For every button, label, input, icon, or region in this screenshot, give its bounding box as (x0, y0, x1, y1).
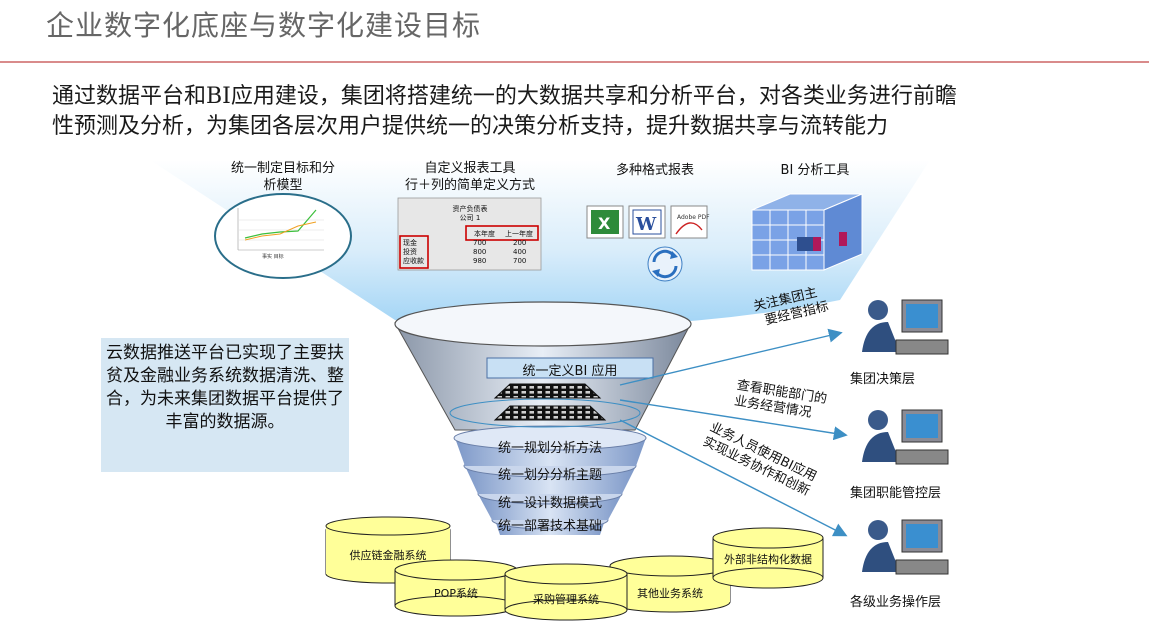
bi-cube-icon (751, 193, 863, 271)
legend-item: 目标 (273, 254, 284, 260)
band-label-3: 统一设计数据模式 (497, 496, 602, 511)
person-icon-3 (862, 519, 949, 575)
db-label-other: 其他业务系统 (637, 587, 703, 600)
db-label-pop: POP系统 (434, 587, 478, 600)
db-external (712, 527, 824, 589)
report-table (397, 197, 542, 271)
custom-report-caption: 自定义报表工具 行＋列的简单定义方式 (380, 160, 560, 194)
funnel-rim (394, 301, 692, 347)
target-model-line-2: 析模型 (263, 178, 303, 193)
grid-layer-2 (493, 405, 607, 421)
inner-ring (449, 398, 641, 428)
mini-table-title: 资产负债表 公司 1 (440, 205, 500, 223)
user-label-1: 集团决策层 (850, 372, 916, 387)
svg-text:X: X (598, 214, 611, 233)
legend-item: 事实 (262, 254, 273, 260)
mini-table-rows: 现金 700 200 投资 800 400 应收款 980 700 (403, 239, 526, 266)
db-supply-chain (325, 516, 451, 584)
cell: 现金 (403, 239, 417, 247)
cell: 应收款 (403, 257, 424, 265)
custom-report-line-1: 自定义报表工具 (424, 161, 516, 176)
mini-line-chart (237, 208, 324, 251)
mini-table-col-2: 上一年度 (505, 230, 533, 238)
mini-chart-legend: 事实 目标 (262, 253, 284, 260)
intro-line-1: 通过数据平台和BI应用建设，集团将搭建统一的大数据共享和分析平台，对各类业务进行… (52, 84, 957, 109)
db-label-supply-chain: 供应链金融系统 (349, 549, 427, 562)
cell: 700 (473, 239, 487, 247)
custom-report-line-2: 行＋列的简单定义方式 (404, 178, 535, 193)
cell: 200 (513, 239, 527, 247)
band-label-1: 统一规划分析方法 (497, 441, 602, 456)
db-procurement (504, 563, 628, 621)
arrow-2 (619, 399, 848, 441)
arrow-1 (619, 328, 843, 386)
cell: 投资 (403, 248, 417, 256)
db-label-external: 外部非结构化数据 (724, 553, 812, 566)
target-model-line-1: 统一制定目标和分 (230, 161, 335, 176)
bi-app-label: 统一定义BI 应用 (522, 364, 618, 379)
cell: 400 (513, 248, 527, 256)
bi-tool-caption: BI 分析工具 (780, 163, 850, 178)
intro-paragraph: 通过数据平台和BI应用建设，集团将搭建统一的大数据共享和分析平台，对各类业务进行… (52, 82, 1132, 142)
intro-line-2: 性预测及分析，为集团各层次用户提供统一的决策分析支持，提升数据共享与流转能力 (52, 114, 889, 139)
arrow-3 (619, 419, 848, 537)
mini-table-title-text: 资产负债表 (452, 205, 488, 213)
user-label-2: 集团职能管控层 (850, 486, 942, 501)
title-divider (0, 61, 1149, 63)
note-box (101, 338, 349, 472)
target-model-caption: 统一制定目标和分 析模型 (213, 160, 353, 194)
db-other (609, 555, 731, 613)
person-icon-2 (862, 409, 949, 465)
mini-table-subtitle: 公司 1 (459, 214, 481, 222)
bi-app-box (486, 357, 654, 379)
target-model-ellipse (214, 193, 352, 279)
slide-title: 企业数字化底座与数字化建设目标 (46, 9, 482, 42)
band-label-4: 统一部署技术基础 (497, 519, 602, 534)
svg-text:Adobe PDF: Adobe PDF (677, 214, 710, 221)
cell: 700 (513, 257, 527, 265)
note-text: 云数据推送平台已实现了主要扶贫及金融业务系统数据清洗、整合，为未来集团数据平台提… (106, 343, 344, 432)
svg-text:W: W (635, 214, 657, 235)
cell: 980 (473, 257, 487, 265)
mini-table-col-1: 本年度 (474, 230, 495, 238)
user-label-3: 各级业务操作层 (850, 595, 942, 610)
db-pop (394, 559, 518, 617)
grid-layer-1 (493, 383, 602, 399)
refresh-icon (647, 246, 683, 282)
db-label-procurement: 采购管理系统 (533, 593, 599, 606)
person-icon-1 (862, 299, 949, 355)
cell: 800 (473, 248, 487, 256)
band-label-2: 统一划分分析主题 (497, 468, 602, 483)
multi-format-caption: 多种格式报表 (615, 163, 694, 178)
